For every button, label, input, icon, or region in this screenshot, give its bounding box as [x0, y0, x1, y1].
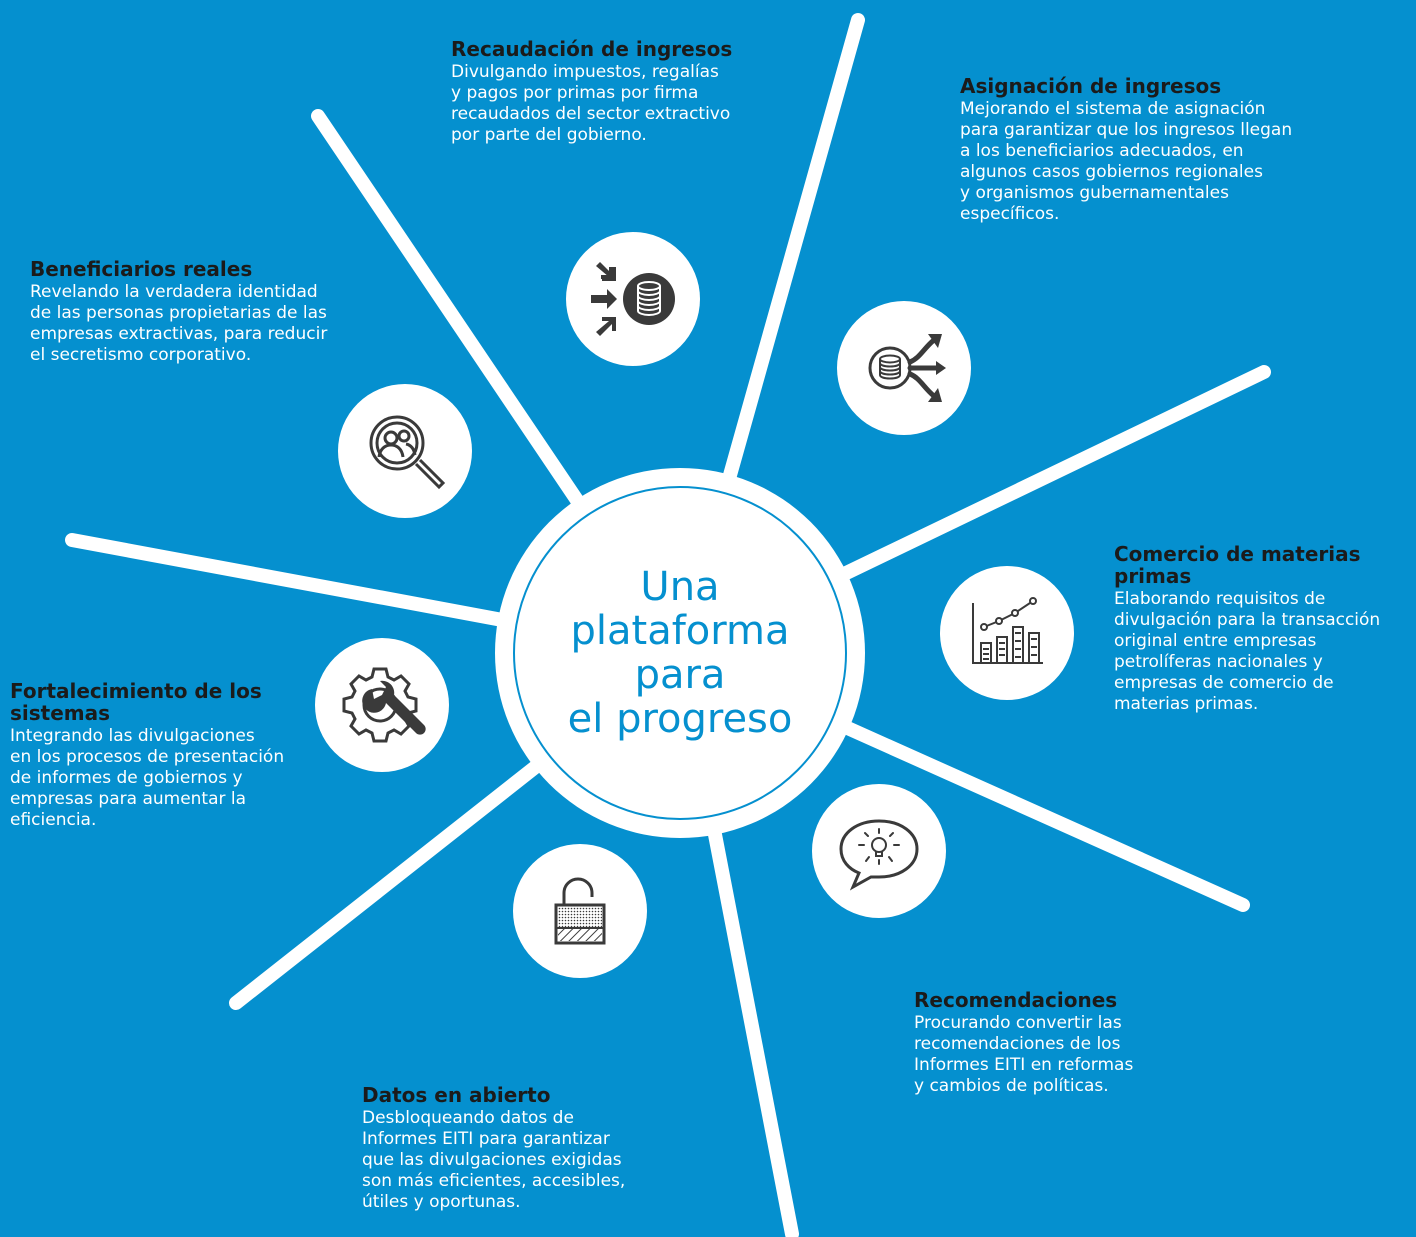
speech-bulb-icon [839, 819, 919, 891]
text-line: eficiencia. [10, 810, 97, 830]
block-text: Elaborando requisitos de divulgación par… [1114, 589, 1410, 715]
block-beneficiarios: Beneficiarios reales Revelando la verdad… [30, 258, 390, 366]
block-title: Datos en abierto [362, 1083, 551, 1107]
text-line: empresas extractivas, para reducir [30, 324, 328, 344]
node-datos [513, 844, 647, 978]
text-line: Procurando convertir las [914, 1013, 1122, 1033]
text-line: materias primas. [1114, 694, 1259, 714]
open-padlock-icon [554, 877, 606, 945]
block-text: Mejorando el sistema de asignación para … [960, 99, 1360, 225]
central-hub: Una plataforma para el progreso [495, 468, 865, 838]
hub-title-line: el progreso [567, 696, 793, 742]
coins-distribution-icon [868, 334, 946, 402]
node-recaudacion [566, 232, 700, 366]
hub-title-line: para [634, 652, 726, 698]
block-title: Recaudación de ingresos [451, 37, 733, 61]
text-line: a los beneficiarios adecuados, en [960, 141, 1244, 161]
gear-wrench-icon [342, 667, 426, 743]
text-line: Divulgando impuestos, regalías [451, 62, 719, 82]
hub-title-line: plataforma [570, 608, 790, 654]
text-line: de informes de gobiernos y [10, 768, 243, 788]
block-title: Fortalecimiento de los sistemas [10, 679, 262, 725]
text-line: que las divulgaciones exigidas [362, 1150, 622, 1170]
text-line: empresas para aumentar la [10, 789, 247, 809]
text-line: recomendaciones de los [914, 1034, 1121, 1054]
coins-inflow-icon [591, 262, 675, 336]
people-magnifier-icon [369, 415, 446, 490]
text-line: y pagos por primas por firma [451, 83, 699, 103]
block-text: Integrando las divulgaciones en los proc… [10, 726, 310, 831]
text-line: específicos. [960, 204, 1060, 224]
block-fortalecimiento: Fortalecimiento de los sistemas Integran… [10, 680, 310, 831]
text-line: original entre empresas [1114, 631, 1317, 651]
text-line: divulgación para la transacción [1114, 610, 1381, 630]
block-text: Desbloqueando datos de Informes EITI par… [362, 1108, 682, 1213]
text-line: de las personas propietarias de las [30, 303, 327, 323]
block-title: Recomendaciones [914, 988, 1118, 1012]
block-recaudacion: Recaudación de ingresos Divulgando impue… [451, 38, 791, 146]
bar-chart-trend-icon [972, 597, 1043, 664]
text-line: recaudados del sector extractivo [451, 104, 731, 124]
text-line: Revelando la verdadera identidad [30, 282, 318, 302]
hub-ring: Una plataforma para el progreso [513, 486, 847, 820]
node-comercio [940, 566, 1074, 700]
block-text: Divulgando impuestos, regalías y pagos p… [451, 62, 791, 146]
text-line: Desbloqueando datos de [362, 1108, 574, 1128]
block-title: Comercio de materias primas [1114, 542, 1361, 588]
text-line: útiles y oportunas. [362, 1192, 521, 1212]
hub-title: Una plataforma para el progreso [550, 565, 810, 741]
text-line: el secretismo corporativo. [30, 345, 252, 365]
text-line: son más eficientes, accesibles, [362, 1171, 626, 1191]
node-fortalecimiento [315, 638, 449, 772]
block-datos: Datos en abierto Desbloqueando datos de … [362, 1084, 682, 1213]
node-recomendaciones [812, 784, 946, 918]
node-beneficiarios [338, 384, 472, 518]
hub-title-line: Una [640, 564, 720, 610]
block-text: Procurando convertir las recomendaciones… [914, 1013, 1214, 1097]
text-line: por parte del gobierno. [451, 125, 647, 145]
block-recomendaciones: Recomendaciones Procurando convertir las… [914, 989, 1214, 1097]
block-title: Beneficiarios reales [30, 257, 253, 281]
text-line: para garantizar que los ingresos llegan [960, 120, 1293, 140]
text-line: en los procesos de presentación [10, 747, 285, 767]
node-asignacion [837, 301, 971, 435]
block-text: Revelando la verdadera identidad de las … [30, 282, 390, 366]
text-line: Elaborando requisitos de [1114, 589, 1326, 609]
block-title: Asignación de ingresos [960, 74, 1222, 98]
text-line: y organismos gubernamentales [960, 183, 1229, 203]
block-asignacion: Asignación de ingresos Mejorando el sist… [960, 75, 1360, 225]
text-line: empresas de comercio de [1114, 673, 1334, 693]
text-line: Mejorando el sistema de asignación [960, 99, 1266, 119]
block-comercio: Comercio de materias primas Elaborando r… [1114, 543, 1410, 715]
text-line: Integrando las divulgaciones [10, 726, 255, 746]
text-line: y cambios de políticas. [914, 1076, 1109, 1096]
text-line: algunos casos gobiernos regionales [960, 162, 1263, 182]
text-line: petrolíferas nacionales y [1114, 652, 1323, 672]
text-line: Informes EITI en reformas [914, 1055, 1134, 1075]
text-line: Informes EITI para garantizar [362, 1129, 610, 1149]
